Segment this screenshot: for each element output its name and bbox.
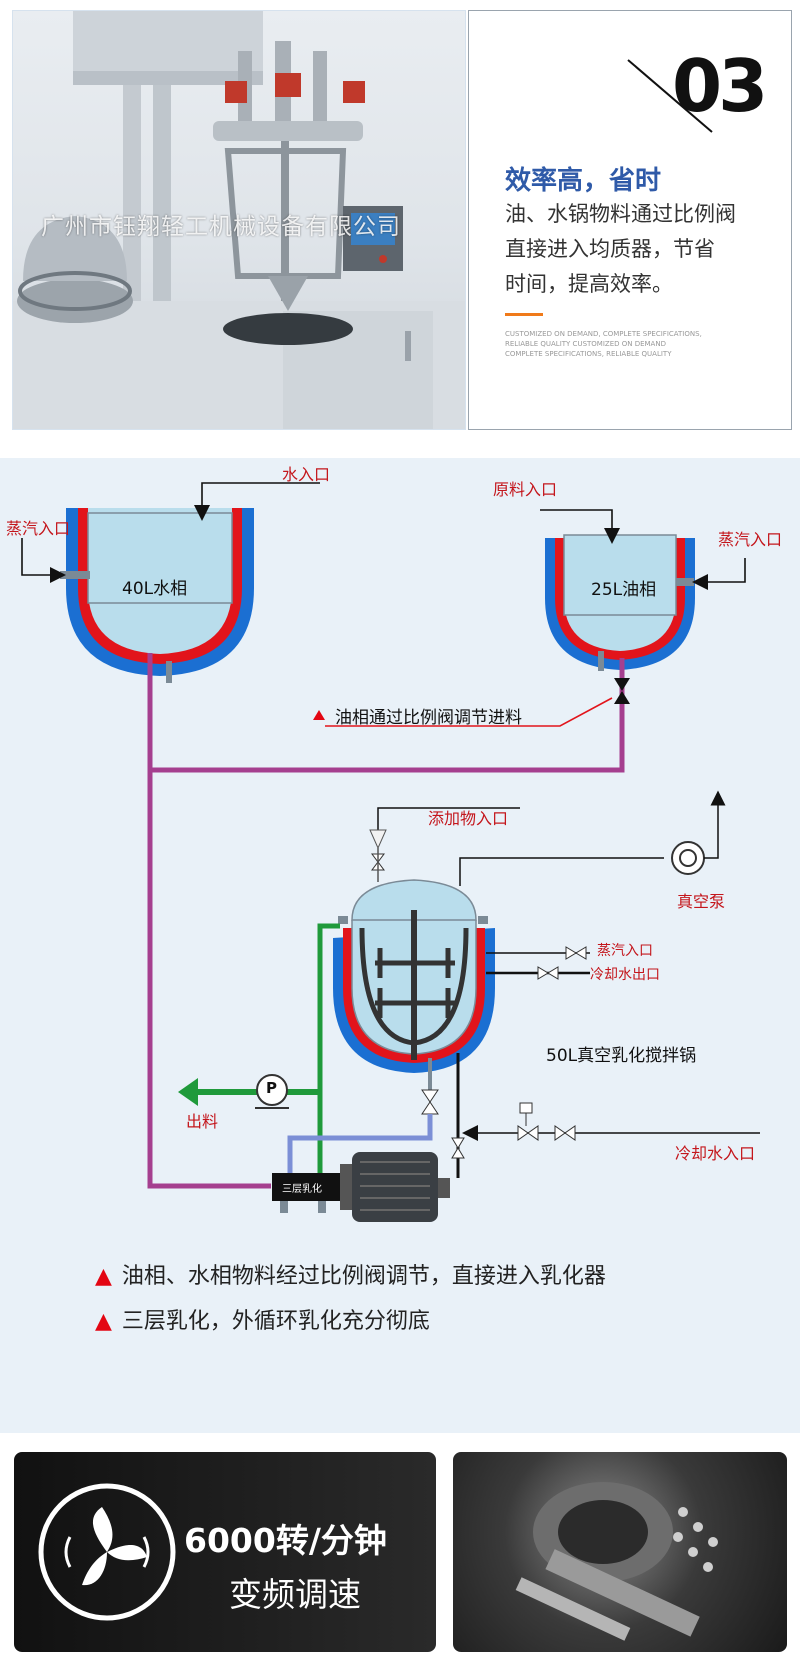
label-additive-inlet: 添加物入口: [428, 809, 509, 828]
fan-icon: [38, 1483, 176, 1621]
feature-desc-line-3: 时间，提高效率。: [505, 272, 673, 296]
label-discharge: 出料: [186, 1112, 219, 1131]
label-tank-water: 40L水相: [122, 579, 188, 599]
rotor-photo: [453, 1452, 787, 1652]
label-steam-inlet-left: 蒸汽入口: [6, 519, 71, 538]
process-diagram-drawing: [21, 482, 760, 1222]
feature-title: 效率高，省时: [505, 166, 662, 196]
rotor-illustration: [515, 1482, 718, 1641]
machine-illustration: [13, 11, 465, 429]
pump-p-label: P: [266, 1079, 277, 1097]
label-raw-inlet: 原料入口: [493, 480, 558, 499]
speed-value: 6000转/分钟: [184, 1521, 387, 1560]
tank-main-50l: [333, 879, 495, 1073]
feature-section: 广州市钰翔轻工机械设备有限公司 03 效率高，省时 油、水锅物料通过比例阀 直接…: [0, 0, 800, 440]
label-steam-inlet-right: 蒸汽入口: [718, 530, 783, 549]
english-line-2: RELIABLE QUALITY CUSTOMIZED ON DEMAND: [505, 340, 666, 348]
label-water-inlet: 水入口: [282, 465, 331, 484]
feature-desc-line-2: 直接进入均质器，节省: [505, 237, 715, 261]
note-line-1: ▲油相、水相物料经过比例阀调节，直接进入乳化器: [95, 1264, 606, 1289]
label-vacuum-pump: 真空泵: [677, 892, 726, 911]
note-line-2: ▲三层乳化，外循环乳化充分彻底: [95, 1309, 430, 1334]
label-oil-feed-note: 油相通过比例阀调节进料: [335, 708, 522, 728]
label-cooling-inlet: 冷却水入口: [675, 1144, 756, 1163]
label-main-tank: 50L真空乳化搅拌锅: [546, 1046, 697, 1066]
company-watermark: 广州市钰翔轻工机械设备有限公司: [41, 214, 401, 240]
speed-section: 6000转/分钟 变频调速: [0, 1440, 800, 1665]
label-cooling-outlet: 冷却水出口: [590, 967, 660, 983]
tank-oil-25l: [545, 534, 695, 671]
machine-photo: 广州市钰翔轻工机械设备有限公司: [12, 10, 466, 430]
label-emulsifier: 三层乳化: [282, 1184, 322, 1195]
feature-desc-line-1: 油、水锅物料通过比例阀: [505, 202, 736, 226]
feature-number: 03: [672, 44, 768, 128]
number-slash: [627, 59, 713, 133]
process-diagram: 水入口 蒸汽入口 40L水相 原料入口 蒸汽入口 25L油相 油相通过比例阀调节…: [0, 458, 800, 1433]
speed-card: 6000转/分钟 变频调速: [14, 1452, 436, 1652]
label-steam-inlet-main: 蒸汽入口: [597, 943, 653, 959]
tank-water-40l: [60, 508, 254, 683]
label-tank-oil: 25L油相: [591, 580, 657, 600]
accent-bar: [505, 313, 543, 316]
english-line-1: CUSTOMIZED ON DEMAND, COMPLETE SPECIFICA…: [505, 330, 702, 338]
speed-subtitle: 变频调速: [229, 1575, 361, 1614]
feature-card: [468, 10, 792, 430]
english-line-3: COMPLETE SPECIFICATIONS, RELIABLE QUALIT…: [505, 350, 672, 358]
